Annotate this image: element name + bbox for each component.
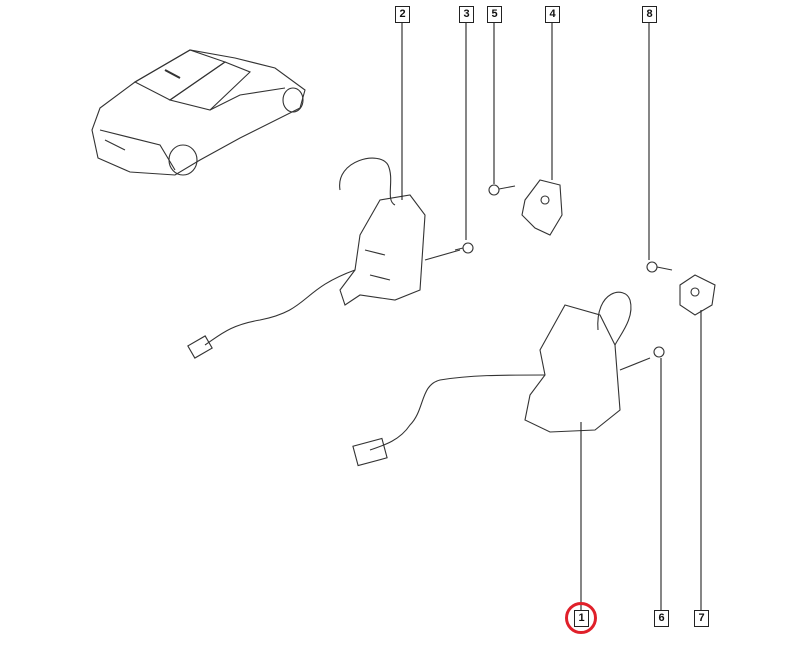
callout-8: 8: [642, 6, 657, 23]
lock-mechanism-upper: [187, 157, 461, 359]
leader-lines: [401, 22, 702, 610]
screw-3: [454, 242, 474, 254]
callout-4: 4: [545, 6, 560, 23]
striker-4: [488, 179, 563, 236]
highlight-ring: [565, 602, 597, 634]
lock-mechanism-lower: [352, 291, 665, 467]
callout-2: 2: [395, 6, 410, 23]
striker-7: [646, 261, 716, 316]
callout-6: 6: [654, 610, 669, 627]
callout-3: 3: [459, 6, 474, 23]
callout-7: 7: [694, 610, 709, 627]
callout-5: 5: [487, 6, 502, 23]
car-illustration: [91, 49, 306, 176]
